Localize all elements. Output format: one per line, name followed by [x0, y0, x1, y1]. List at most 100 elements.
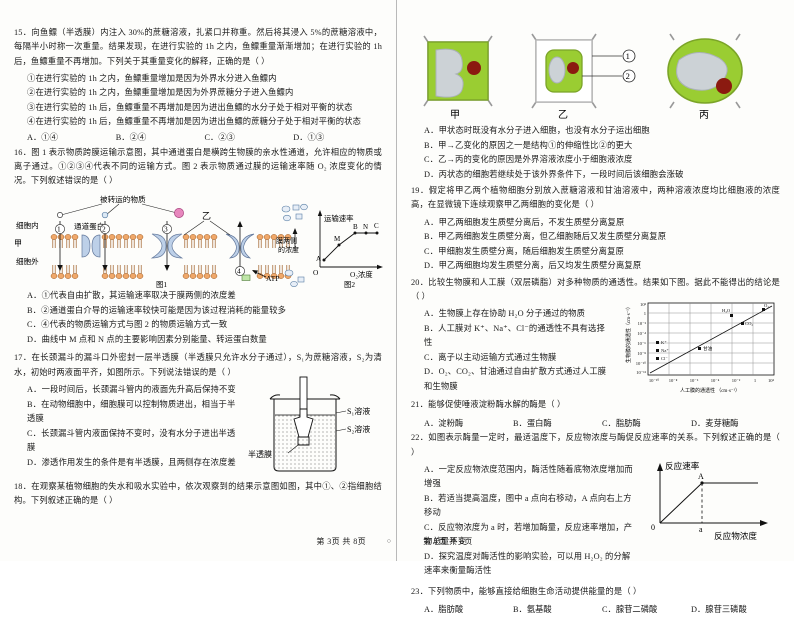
- svg-text:10⁻¹⁰: 10⁻¹⁰: [636, 361, 646, 366]
- question-17-option-b: B．在动物细胞中，细胞膜可以控制物质进出，相当于半透膜: [27, 399, 236, 424]
- question-17-stem: 17．在长颈漏斗的漏斗口外密封一层半透膜（半透膜只允许水分子通过），S₁为蔗糖溶…: [14, 353, 382, 377]
- svg-text:O₂: O₂: [764, 303, 769, 308]
- svg-text:10²: 10²: [768, 378, 775, 383]
- cell-jia-icon: [422, 35, 493, 107]
- svg-text:K⁺: K⁺: [661, 340, 667, 345]
- question-23-stem: 23．下列物质中，能够直接给细胞生命活动提供能量的是（ ）: [411, 586, 642, 596]
- label-s1-solution: S₁溶液: [347, 406, 370, 416]
- membrane-transport-svg: 被转运的物质 细胞内 细胞外 甲 乙: [14, 194, 383, 289]
- question-16-option-d: D．曲线中 M 点和 N 点的主要影响因素分别能量、转运蛋白数量: [27, 334, 267, 344]
- svg-text:10⁻⁴: 10⁻⁴: [711, 378, 720, 383]
- question-18-stem: 18．在观察某植物细胞的失水和吸水实验中，依次观察到的结果示意图如图，其中①、②…: [14, 482, 382, 506]
- question-23-options: A．脂肪酸 B．氨基酸 C．腺苷二磷酸 D．腺苷三磷酸: [411, 602, 780, 618]
- svg-text:CO₂: CO₂: [745, 321, 753, 326]
- cell-bing-caption: 丙: [699, 110, 709, 121]
- enzyme-rate-ylabel: 反应速率: [665, 460, 700, 471]
- question-15-stem: 15．向鱼鳔（半透膜）内注入 30%的蔗糖溶液，扎紧口并称重。然后将其浸入 5%…: [14, 28, 382, 66]
- right-page-column: 甲 乙 1 2: [397, 0, 794, 614]
- left-page-column: 15．向鱼鳔（半透膜）内注入 30%的蔗糖溶液，扎紧口并称重。然后将其浸入 5%…: [0, 0, 397, 561]
- figure1-caption: 图1: [156, 280, 167, 289]
- svg-text:10⁻⁴: 10⁻⁴: [637, 331, 646, 336]
- figure2-point-B: B: [353, 223, 358, 231]
- question-23-option-a: A．脂肪酸: [424, 605, 464, 615]
- question-20-stem: 20．比较生物膜和人工膜（双层磷脂）对多种物质的通透性。结果如下图。据此不能得出…: [411, 277, 780, 301]
- question-16-stem: 16．图 1 表示物质跨膜运输示意图，其中通道蛋白是横跨生物膜的亲水性通道，允许…: [14, 147, 382, 186]
- label-jia: 甲: [14, 239, 22, 248]
- question-15-option-a: A．①④: [27, 132, 58, 142]
- figure2-point-A: A: [316, 255, 321, 263]
- left-page-footer: 第 3页 共 8页: [316, 537, 366, 546]
- cell-yi-caption: 乙: [558, 109, 568, 121]
- question-19-option-b: B．甲乙两细胞发生质壁分离，但乙细胞随后又发生质壁分离复原: [424, 232, 667, 242]
- svg-text:10⁻¹²: 10⁻¹²: [636, 370, 646, 375]
- osmometer-figure: S₁溶液 S₂溶液 半透膜: [246, 375, 386, 484]
- label-cell-outside: 细胞外: [16, 256, 39, 266]
- question-15-option-d: D．①③: [293, 132, 325, 142]
- label-membrane-both-sides-conc2: 的浓度: [278, 245, 299, 254]
- question-20-option-d: D．O₂、CO₂、甘油通过自由扩散方式通过人工膜和生物膜: [424, 367, 607, 391]
- question-21-option-a: A．淀粉酶: [424, 418, 464, 428]
- svg-text:2: 2: [625, 71, 629, 81]
- question-15-statement-4: ④在进行实验的 1h 后，鱼鳔重量不再增加是因为进出鱼鳔的蔗糖分子处于相对平衡的…: [27, 117, 362, 127]
- question-23-option-d: D．腺苷三磷酸: [691, 605, 747, 615]
- question-21-option-b: B．蛋白酶: [513, 418, 552, 428]
- concentration-cloud: [281, 204, 308, 288]
- svg-text:H₂O: H₂O: [722, 308, 731, 313]
- enzyme-rate-chart: 反应速率 反应物浓度 0 A a: [638, 457, 778, 548]
- question-18-option-a: A．甲状态时既没有水分子进入细胞，也没有水分子运出细胞: [424, 126, 650, 135]
- svg-text:Na⁺: Na⁺: [661, 348, 669, 353]
- callout-number-1: 1: [622, 49, 635, 63]
- plant-cells-svg: 甲 乙 1 2: [422, 33, 743, 121]
- svg-text:2: 2: [102, 225, 106, 234]
- label-transported-substance: 被转运的物质: [100, 194, 146, 204]
- question-21-options: A．淀粉酶 B．蛋白酶 C．脂肪酶 D．麦芽糖酶: [411, 416, 780, 432]
- question-16-option-c: C．④代表的物质运输方式与图 2 的物质运输方式一致: [27, 320, 228, 330]
- svg-text:10⁻²: 10⁻²: [638, 321, 647, 326]
- permeability-chart: 10² 1 10⁻² 10⁻⁴ 10⁻⁶ 10⁻⁸ 10⁻¹⁰ 10⁻¹² 10…: [614, 297, 786, 402]
- figure2-point-N: N: [363, 223, 368, 231]
- plant-cells-figure: 甲 乙 1 2: [411, 30, 780, 122]
- label-yi: 乙: [202, 211, 211, 221]
- figure1-number-callouts: 1 2 3 4: [55, 224, 245, 277]
- question-23-option-b: B．氨基酸: [513, 605, 552, 615]
- figure2-origin: O: [313, 268, 319, 277]
- cell-bing-icon: [666, 33, 743, 109]
- label-cell-inside: 细胞内: [16, 220, 39, 230]
- svg-text:1: 1: [754, 378, 757, 383]
- question-22-option-b: B．若适当提高温度，图中 a 点向右移动，A 点向右上方移动: [424, 493, 632, 518]
- label-semipermeable-membrane: 半透膜: [248, 449, 272, 459]
- label-atp: ATP: [266, 274, 280, 283]
- question-15-statement-1: ①在进行实验的 1h 之内，鱼鳔重量增加是因为外界水分进入鱼鳔内: [27, 73, 277, 83]
- question-18-option-d: D．丙状态的细胞若继续处于该外界条件下，一段时间后该细胞会涨破: [424, 169, 684, 179]
- svg-text:1: 1: [57, 225, 61, 234]
- enzyme-rate-xlabel: 反应物浓度: [714, 530, 757, 541]
- svg-text:10⁻⁶: 10⁻⁶: [690, 378, 699, 383]
- question-15-option-c: C．②③: [204, 132, 235, 142]
- svg-text:Cl⁻: Cl⁻: [661, 356, 668, 361]
- question-22-option-a: A．一定反应物浓度范围内，酶活性随着底物浓度增加而增强: [424, 464, 633, 489]
- question-23-option-c: C．腺苷二磷酸: [602, 605, 658, 615]
- svg-text:1: 1: [644, 311, 647, 316]
- question-16-option-a: A．①代表自由扩散，其运输速率取决于膜两侧的浓度差: [27, 291, 236, 301]
- question-22-stem: 22．如图表示酶量一定时，最适温度下，反应物浓度与酶促反应速率的关系。下列叙述正…: [411, 433, 780, 457]
- svg-text:10⁻¹⁰: 10⁻¹⁰: [649, 378, 659, 383]
- svg-text:10⁻⁸: 10⁻⁸: [669, 378, 678, 383]
- svg-text:甘油: 甘油: [703, 345, 713, 352]
- question-20-option-b: B．人工膜对 K⁺、Na⁺、Cl⁻的通透性不具有选择性: [424, 323, 605, 348]
- membrane-transport-figure: 被转运的物质 细胞内 细胞外 甲 乙: [14, 191, 383, 289]
- permeability-scatter-svg: 10² 1 10⁻² 10⁻⁴ 10⁻⁶ 10⁻⁸ 10⁻¹⁰ 10⁻¹² 10…: [625, 302, 775, 394]
- permeability-ylabel: 生物膜的通透性（cm·s⁻¹）: [625, 304, 632, 363]
- question-17-option-d: D．渗透作用发生的条件是有半透膜，且两侧存在浓度差: [27, 457, 236, 467]
- channel-protein-icon: [81, 235, 101, 258]
- question-19-stem: 19．假定将甲乙两个植物细胞分别放入蔗糖溶液和甘油溶液中，两种溶液浓度均比细胞液…: [411, 186, 780, 210]
- pump-protein-icon: [225, 234, 255, 259]
- svg-text:1: 1: [625, 51, 629, 61]
- figure2-transport-rate-chart: 运输速率 O₂浓度 O A M B N C 图2: [313, 210, 383, 289]
- enzyme-rate-origin: 0: [651, 523, 655, 532]
- question-15-option-b: B．②④: [115, 132, 147, 142]
- cell-jia-caption: 甲: [450, 110, 460, 121]
- svg-text:3: 3: [164, 225, 168, 234]
- corner-mark: ○: [386, 537, 391, 545]
- figure2-caption: 图2: [344, 280, 355, 289]
